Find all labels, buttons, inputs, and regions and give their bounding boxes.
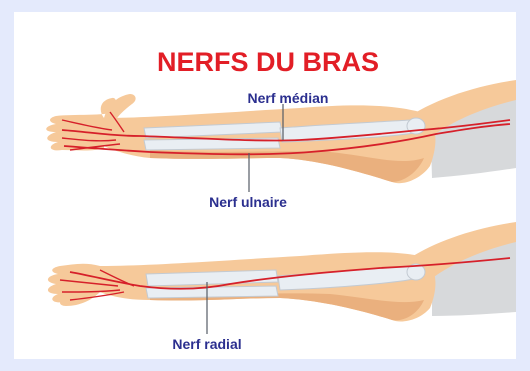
label-nerf-median: Nerf médian [248, 90, 329, 106]
label-nerf-ulnaire: Nerf ulnaire [209, 194, 287, 210]
label-nerf-radial: Nerf radial [172, 336, 241, 352]
lower-arm-illustration [48, 222, 516, 322]
diagram-title: NERFS DU BRAS [157, 47, 379, 77]
